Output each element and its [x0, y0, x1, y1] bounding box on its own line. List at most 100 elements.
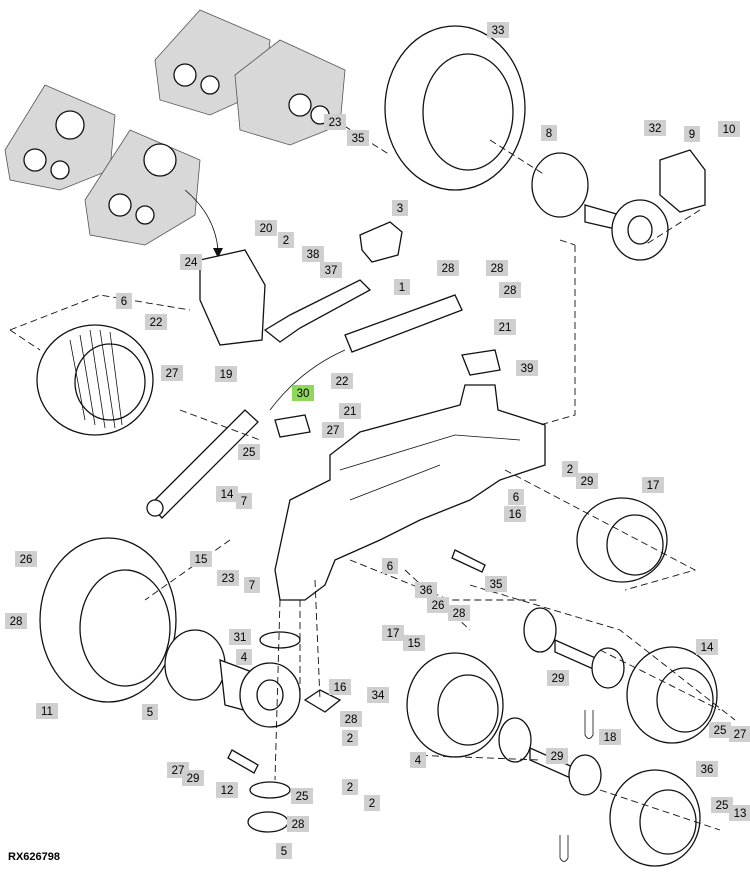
callout-29: 29 — [182, 770, 204, 786]
callout-8: 8 — [541, 125, 557, 141]
callout-16: 16 — [504, 506, 526, 522]
callout-box — [576, 473, 598, 489]
callout-2: 2 — [342, 779, 358, 795]
callout-2: 2 — [364, 795, 380, 811]
callout-text: 2 — [369, 798, 375, 810]
callout-box — [238, 444, 260, 460]
callout-text: 29 — [581, 476, 594, 488]
callout-2: 2 — [562, 461, 578, 477]
callout-box — [494, 319, 516, 335]
callout-box — [394, 279, 410, 295]
callout-17: 17 — [642, 477, 664, 493]
callout-27: 27 — [322, 422, 344, 438]
callout-box — [485, 576, 507, 592]
callout-21: 21 — [339, 403, 361, 419]
callout-25: 25 — [711, 797, 733, 813]
callout-23: 23 — [324, 114, 346, 130]
sprocket-housing-20 — [199, 249, 266, 346]
callout-text: 14 — [701, 642, 714, 654]
callout-25: 25 — [238, 444, 260, 460]
callout-box — [161, 365, 183, 381]
callout-6: 6 — [382, 558, 398, 574]
callout-text: 17 — [387, 628, 400, 640]
callout-text: 27 — [166, 368, 179, 380]
callout-text: 28 — [453, 608, 466, 620]
callout-text: 22 — [150, 317, 163, 329]
callout-17: 17 — [382, 625, 404, 641]
callout-20: 20 — [255, 220, 277, 236]
pads-21 — [274, 349, 501, 438]
callout-box — [36, 703, 58, 719]
callout-33: 33 — [487, 22, 509, 38]
callout-text: 16 — [509, 509, 522, 521]
callout-5: 5 — [142, 704, 158, 720]
callout-22: 22 — [145, 314, 167, 330]
callout-text: 35 — [490, 579, 503, 591]
callout-box — [382, 558, 398, 574]
callout-text: 16 — [334, 682, 347, 694]
callout-26: 26 — [427, 597, 449, 613]
callout-box — [364, 795, 380, 811]
callout-text: 2 — [567, 464, 573, 476]
callout-29: 29 — [546, 748, 568, 764]
callout-text: 25 — [716, 800, 729, 812]
callout-text: 31 — [234, 632, 247, 644]
u-bolts-5 — [559, 710, 594, 862]
callout-box — [215, 366, 237, 382]
callout-14: 14 — [216, 486, 238, 502]
callout-box — [711, 797, 733, 813]
callout-19: 19 — [215, 366, 237, 382]
callout-text: 32 — [649, 123, 662, 135]
callout-text: 36 — [701, 764, 714, 776]
callout-23: 23 — [217, 570, 239, 586]
callout-box — [415, 582, 437, 598]
callout-box — [15, 551, 37, 567]
callout-text: 11 — [41, 706, 53, 718]
callout-box — [347, 130, 369, 146]
callout-text: 21 — [344, 406, 357, 418]
callout-text: 10 — [723, 124, 736, 136]
callout-box — [499, 282, 521, 298]
callout-box — [403, 635, 425, 651]
callout-2: 2 — [342, 730, 358, 746]
callout-box — [287, 816, 309, 832]
callout-text: 2 — [347, 733, 353, 745]
callout-box — [599, 729, 621, 745]
callout-box — [684, 126, 700, 142]
callout-text: 27 — [172, 765, 185, 777]
pin-36-lower — [227, 749, 259, 774]
callout-13: 13 — [729, 805, 750, 821]
callout-box — [324, 114, 346, 130]
callout-box — [516, 360, 538, 376]
callout-box — [182, 770, 204, 786]
callout-box — [244, 577, 260, 593]
callout-text: 37 — [325, 265, 338, 277]
callout-34: 34 — [367, 687, 389, 703]
callout-text: 25 — [296, 791, 309, 803]
callout-box — [190, 551, 212, 567]
callout-box — [486, 260, 508, 276]
callout-11: 11 — [36, 703, 58, 719]
callout-text: 36 — [420, 585, 433, 597]
callout-4: 4 — [410, 752, 426, 768]
callout-text: 22 — [336, 376, 349, 388]
callout-14: 14 — [696, 639, 718, 655]
plate-18 — [303, 689, 342, 713]
callout-box — [145, 314, 167, 330]
callout-text: 25 — [714, 725, 727, 737]
callout-text: 28 — [345, 714, 358, 726]
callout-text: 4 — [415, 755, 422, 767]
wheel-29-bottom — [609, 769, 701, 867]
callout-box — [229, 629, 251, 645]
callout-box — [329, 679, 351, 695]
callout-box — [322, 422, 344, 438]
callout-box — [367, 687, 389, 703]
axle-4-upper — [523, 607, 625, 689]
callout-text: 33 — [492, 25, 505, 37]
callout-21: 21 — [494, 319, 516, 335]
callout-text: 5 — [147, 707, 153, 719]
hydraulic-cylinder — [146, 409, 259, 519]
wheel-29-center — [406, 652, 504, 758]
callout-box — [729, 805, 750, 821]
